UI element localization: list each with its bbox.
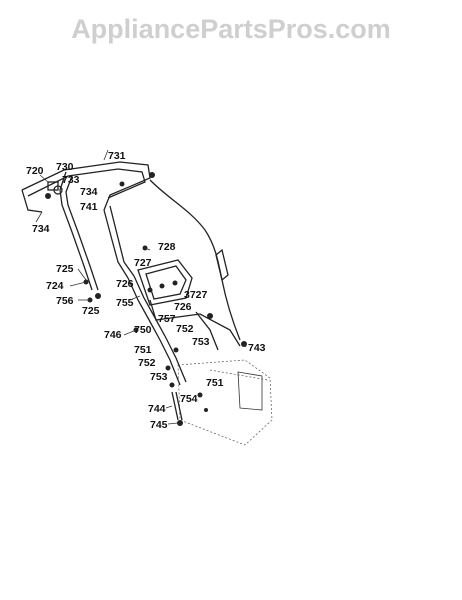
- leader-lines: [35, 174, 247, 425]
- part-label-726: 726: [174, 301, 192, 313]
- part-label-750: 750: [134, 324, 152, 336]
- part-label-720: 720: [26, 165, 44, 177]
- housing: [171, 359, 273, 446]
- part-label-724: 724: [46, 280, 64, 292]
- part-label-726: 726: [116, 278, 134, 290]
- part-label-753: 753: [192, 336, 210, 348]
- part-label-753: 753: [150, 371, 168, 383]
- part-label-746: 746: [104, 329, 122, 341]
- lower-handle: [83, 245, 241, 388]
- part-label-725: 725: [82, 305, 100, 317]
- part-label-741: 741: [80, 201, 98, 213]
- part-label-754: 754: [180, 393, 198, 405]
- part-label-731: 731: [108, 150, 126, 162]
- part-label-725: 725: [56, 263, 74, 275]
- part-label-744: 744: [148, 403, 166, 415]
- part-label-756: 756: [56, 295, 74, 307]
- control-cable: [149, 179, 247, 347]
- part-label-755: 755: [116, 297, 134, 309]
- part-label-3727: 3727: [184, 289, 208, 301]
- part-label-757: 757: [158, 313, 176, 325]
- part-label-728: 728: [158, 241, 176, 253]
- part-label-727: 727: [134, 257, 152, 269]
- part-label-734: 734: [80, 186, 98, 198]
- part-label-730: 730: [56, 161, 74, 173]
- part-label-733: 733: [62, 174, 80, 186]
- watermark-text: AppliancePartsPros.com: [71, 14, 391, 44]
- part-label-751: 751: [134, 344, 152, 356]
- part-label-745: 745: [150, 419, 168, 431]
- part-label-743: 743: [248, 342, 266, 354]
- upper-handle: [21, 149, 155, 291]
- part-label-752: 752: [176, 323, 194, 335]
- part-label-751: 751: [206, 377, 224, 389]
- part-label-734: 734: [32, 223, 50, 235]
- part-label-752: 752: [138, 357, 156, 369]
